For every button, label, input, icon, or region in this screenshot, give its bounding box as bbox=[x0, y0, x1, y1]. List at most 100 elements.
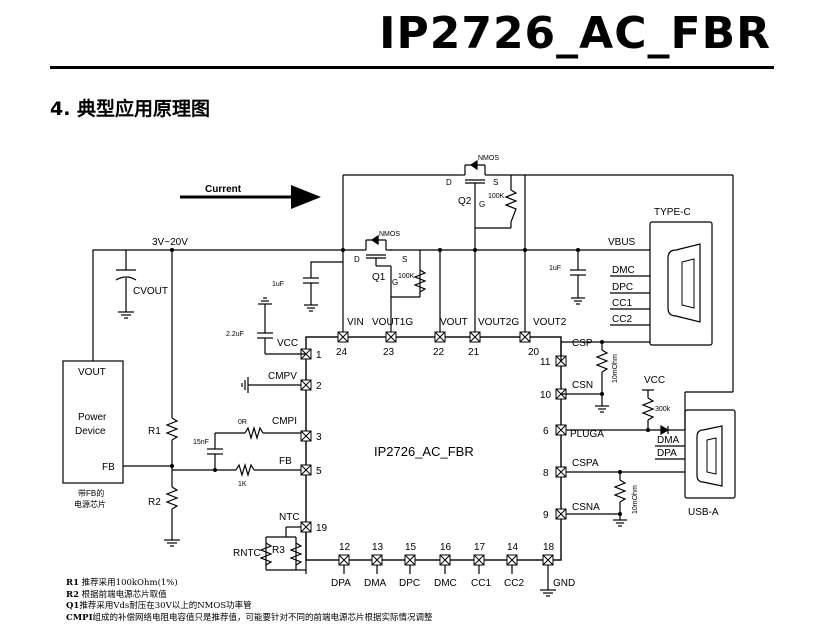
q1-resistor-label: 100K bbox=[398, 273, 415, 280]
pin-vout2-num: 20 bbox=[528, 347, 540, 358]
cvout-capacitor bbox=[115, 250, 137, 319]
pin-cmpv-num: 2 bbox=[316, 381, 322, 392]
vin-cap-label: 1uF bbox=[272, 281, 284, 288]
cmpi-cap-label: 15nF bbox=[193, 439, 209, 446]
junction-dot bbox=[646, 428, 650, 432]
type-c-label: TYPE-C bbox=[654, 207, 691, 218]
title-underline bbox=[50, 66, 774, 69]
typec-pin-dpc: DPC bbox=[612, 282, 633, 293]
q1-drain-label: D bbox=[354, 255, 360, 264]
pin-cc1-num: 17 bbox=[474, 542, 486, 553]
csp-resistor-label: 10mOhm bbox=[612, 354, 619, 383]
fb-resistor-label: 1K bbox=[238, 481, 247, 488]
cmpi-resistor-label: 0R bbox=[238, 419, 247, 426]
type-c-connector bbox=[649, 221, 713, 346]
vcc-2-2uf-capacitor bbox=[257, 297, 306, 355]
usb-a-connector bbox=[684, 409, 736, 499]
pin-csn-num: 10 bbox=[540, 390, 552, 401]
power-device-vout: VOUT bbox=[78, 367, 106, 378]
pin-dma-name: DMA bbox=[364, 578, 387, 589]
pin-cspa-name: CSPA bbox=[572, 458, 599, 469]
q1-source-label: S bbox=[402, 255, 407, 264]
typec-pin-cc2: CC2 bbox=[612, 314, 632, 325]
note-r2: R2 根据前端电源芯片取值 bbox=[66, 589, 167, 600]
pin-vcc-name: VCC bbox=[277, 338, 298, 349]
type-c-pin-wires bbox=[610, 275, 650, 326]
chip-body bbox=[305, 336, 562, 561]
pin-ntc-num: 19 bbox=[316, 523, 328, 534]
pin-vout1g-num: 23 bbox=[383, 347, 395, 358]
pin-ntc-name: NTC bbox=[279, 512, 300, 523]
pin-vout-name: VOUT bbox=[440, 317, 468, 328]
pin-cc2-name: CC2 bbox=[504, 578, 524, 589]
ntc-network bbox=[259, 526, 307, 574]
vbus-1uf-capacitor bbox=[570, 250, 586, 305]
typec-pin-dmc: DMC bbox=[612, 265, 635, 276]
note-q1: Q1推荐采用Vds耐压在30V以上的NMOS功率管 bbox=[66, 601, 252, 611]
q2-drain-label: D bbox=[446, 178, 452, 187]
junction-dot bbox=[438, 248, 442, 252]
r3-label: R3 bbox=[272, 545, 285, 556]
q2-source-label: S bbox=[493, 178, 498, 187]
usb-a-label: USB-A bbox=[688, 507, 719, 518]
power-device-fb: FB bbox=[102, 462, 115, 473]
junction-dot bbox=[600, 340, 604, 344]
power-device-line2: Device bbox=[75, 426, 106, 437]
pin-dma-num: 13 bbox=[372, 542, 384, 553]
csp-csn-sense-resistor bbox=[560, 341, 650, 413]
r1-label: R1 bbox=[148, 426, 161, 437]
q2-gate-label: G bbox=[479, 200, 485, 209]
pin-cmpv-name: CMPV bbox=[268, 371, 297, 382]
pluga-resistor-label: 300k bbox=[655, 406, 671, 413]
q2-nmos-label: NMOS bbox=[478, 155, 499, 162]
pin-cmpi-num: 3 bbox=[316, 432, 322, 443]
r1-r2-divider bbox=[123, 250, 180, 547]
pin-vcc-num: 1 bbox=[316, 350, 322, 361]
rntc-label: RNTC bbox=[233, 548, 261, 559]
vbus-label: VBUS bbox=[608, 237, 636, 248]
pin-cmpi-name: CMPI bbox=[272, 416, 297, 427]
junction-dot bbox=[523, 248, 527, 252]
pin-vout2g-name: VOUT2G bbox=[478, 317, 519, 328]
pin-dpc-name: DPC bbox=[399, 578, 420, 589]
pin-csna-name: CSNA bbox=[572, 502, 600, 513]
pin-dpa-num: 12 bbox=[339, 542, 351, 553]
typec-pin-cc1: CC1 bbox=[612, 298, 632, 309]
q2-label: Q2 bbox=[458, 196, 472, 207]
vbus-cap-label: 1uF bbox=[549, 265, 561, 272]
section-heading: 4. 典型应用原理图 bbox=[50, 98, 211, 120]
cvout-label: CVOUT bbox=[133, 286, 168, 297]
pin-pluga-name: PLUGA bbox=[570, 429, 604, 440]
q2-gate-resistor bbox=[504, 189, 518, 223]
cmpv-ground bbox=[241, 377, 301, 393]
pin-pluga-num: 6 bbox=[543, 426, 549, 437]
pin-vout-num: 22 bbox=[433, 347, 445, 358]
cmpi-compensation-network bbox=[172, 425, 301, 478]
design-notes: R1 推荐采用100kOhm(1%) R2 根据前端电源芯片取值 Q1推荐采用V… bbox=[66, 578, 433, 624]
chip-name: IP2726_AC_FBR bbox=[374, 444, 474, 459]
q1-nmos-label: NMOS bbox=[379, 231, 400, 238]
pin-cspa-num: 8 bbox=[543, 468, 549, 479]
q1-gate-label: G bbox=[392, 278, 398, 287]
pin-dpc-num: 15 bbox=[405, 542, 417, 553]
pin-csn-name: CSN bbox=[572, 380, 593, 391]
note-cmpi: CMPI组成的补偿网络电阻电容值只是推荐值，可能要针对不同的前端电源芯片根据实际… bbox=[66, 612, 433, 623]
document-title: IP2726_AC_FBR bbox=[379, 8, 771, 59]
power-device-line1: Power bbox=[78, 412, 107, 423]
usb-a-pin-wires bbox=[655, 445, 685, 460]
vout-bus-wires bbox=[92, 174, 734, 425]
vcc-cap-label: 2.2uF bbox=[226, 331, 244, 338]
pin-vin-name: VIN bbox=[347, 317, 364, 328]
pin-cc1-name: CC1 bbox=[471, 578, 491, 589]
pin-dpa-name: DPA bbox=[331, 578, 351, 589]
junction-dot bbox=[618, 512, 622, 516]
junction-dot bbox=[213, 468, 217, 472]
power-device-note-2: 电源芯片 bbox=[74, 499, 106, 509]
voltage-range-label: 3V~20V bbox=[152, 237, 188, 248]
power-device-note-1: 带FB的 bbox=[78, 488, 104, 498]
junction-dot bbox=[600, 392, 604, 396]
pin-fb-num: 5 bbox=[316, 466, 322, 477]
cspa-csna-sense-resistor bbox=[566, 471, 685, 527]
pin-vout2-name: VOUT2 bbox=[533, 317, 567, 328]
